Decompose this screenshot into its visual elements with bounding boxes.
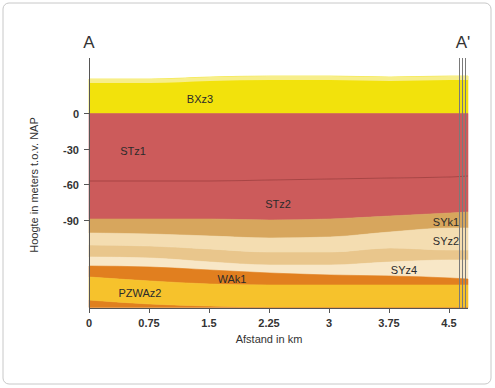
label-holder: 4.5 [441, 313, 456, 331]
section-lines-a-prime [460, 58, 466, 308]
layer-boundary [89, 176, 468, 181]
band-fill [89, 176, 468, 220]
y-tick [84, 220, 89, 221]
y-tick [84, 113, 89, 114]
band-label-holder: SYz4 [391, 260, 417, 278]
x-tick-label: 0.75 [138, 317, 159, 330]
label-holder: A' [456, 33, 471, 53]
borehole-line [459, 58, 460, 308]
section-end-label: A' [456, 33, 471, 53]
x-tick [449, 308, 450, 313]
x-tick-label: 3 [326, 317, 332, 330]
x-axis-title: Afstand in km [236, 333, 303, 346]
x-tick [269, 308, 270, 313]
y-tick [84, 149, 89, 150]
label-holder: 2.25 [258, 313, 279, 331]
label-holder: -30 [63, 140, 79, 158]
frame [3, 3, 491, 384]
label-holder: 3.75 [378, 313, 399, 331]
borehole-line [465, 58, 466, 308]
x-axis [89, 308, 468, 309]
x-tick-label: 1.5 [201, 317, 216, 330]
band-fringe [89, 76, 468, 83]
label-holder: -60 [63, 175, 79, 193]
x-tick-label: 4.5 [441, 317, 456, 330]
borehole-line [462, 58, 463, 308]
band-label-holder: PZWAz2 [119, 283, 162, 301]
band-fill [89, 76, 468, 114]
layer-code: SYz4 [391, 264, 417, 277]
layer-code: BXz3 [187, 93, 213, 106]
label-holder: A [83, 33, 94, 53]
label-holder: Hoogte in meters t.o.v. NAP [24, 117, 42, 253]
axes [84, 58, 468, 313]
layer-code: SYk1 [433, 216, 459, 229]
label-holder: -90 [63, 211, 79, 229]
layer-code: STz1 [120, 145, 146, 158]
band-label-holder: STz1 [120, 141, 146, 159]
label-holder: 0 [73, 104, 79, 122]
section-line-a [89, 58, 90, 309]
x-tick [149, 308, 150, 313]
x-tick-label: 3.75 [378, 317, 399, 330]
x-tick [329, 308, 330, 313]
x-tick-label: 2.25 [258, 317, 279, 330]
y-tick-label: -60 [63, 179, 79, 192]
x-tick [389, 308, 390, 313]
band-label-holder: SYk1 [433, 212, 459, 230]
layer-code: STz2 [265, 198, 291, 211]
y-tick [84, 184, 89, 185]
band-label-holder: SYz2 [433, 231, 459, 249]
label-holder: Afstand in km [236, 329, 303, 347]
x-tick [89, 308, 90, 313]
layer-code: WAk1 [218, 273, 247, 286]
y-axis-title: Hoogte in meters t.o.v. NAP [28, 117, 41, 253]
band-label-holder: BXz3 [187, 89, 213, 107]
y-tick-label: -30 [63, 144, 79, 157]
label-holder: 0 [86, 313, 92, 331]
band-fill [89, 277, 468, 307]
section-end-label: A [83, 33, 94, 53]
layer-code: SYz2 [433, 235, 459, 248]
label-holder: 3 [326, 313, 332, 331]
y-tick-label: -90 [63, 215, 79, 228]
layer-code: PZWAz2 [119, 287, 162, 300]
x-tick [209, 308, 210, 313]
band-label-holder: STz2 [265, 194, 291, 212]
y-tick-label: 0 [73, 108, 79, 121]
label-holder: 1.5 [201, 313, 216, 331]
band-fill [89, 114, 468, 182]
x-tick-label: 0 [86, 317, 92, 330]
label-holder: 0.75 [138, 313, 159, 331]
band-fill [89, 228, 468, 252]
